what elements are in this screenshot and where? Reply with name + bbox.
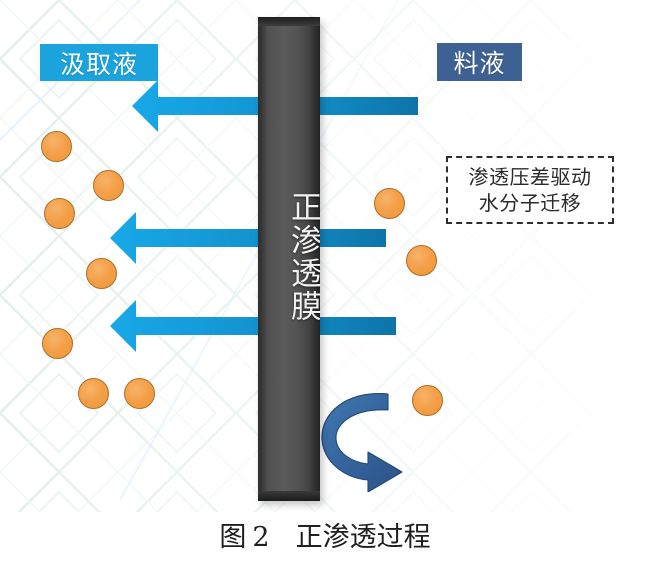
- water-flux-arrow-bottom: [110, 300, 396, 352]
- note-line-2: 水分子迁移: [478, 191, 582, 215]
- water-flux-arrow-middle: [110, 212, 386, 264]
- feed-solution-label: 料液: [437, 43, 522, 81]
- osmotic-pressure-note: 渗透压差驱动 水分子迁移: [446, 156, 614, 224]
- caption-number: 2: [252, 522, 270, 553]
- note-line-1: 渗透压差驱动: [468, 165, 592, 189]
- feed-solution-label-text: 料液: [453, 49, 506, 78]
- membrane-label-text: 正渗透膜: [285, 191, 320, 323]
- recirculation-curved-arrow: [318, 388, 422, 492]
- solute-particle-draw-2: [93, 170, 124, 201]
- draw-solution-label: 汲取液: [40, 44, 158, 81]
- solute-particle-draw-7: [124, 378, 155, 409]
- caption-label: 图: [219, 522, 247, 553]
- solute-particle-draw-1: [41, 131, 72, 162]
- solute-particle-draw-6: [78, 378, 109, 409]
- solute-particle-draw-5: [42, 328, 73, 359]
- solute-particle-feed-2: [406, 245, 437, 276]
- draw-solution-label-text: 汲取液: [59, 49, 138, 79]
- solute-particle-draw-3: [44, 198, 75, 229]
- forward-osmosis-membrane: 正渗透膜: [258, 17, 320, 501]
- caption-title: 正渗透过程: [295, 522, 431, 553]
